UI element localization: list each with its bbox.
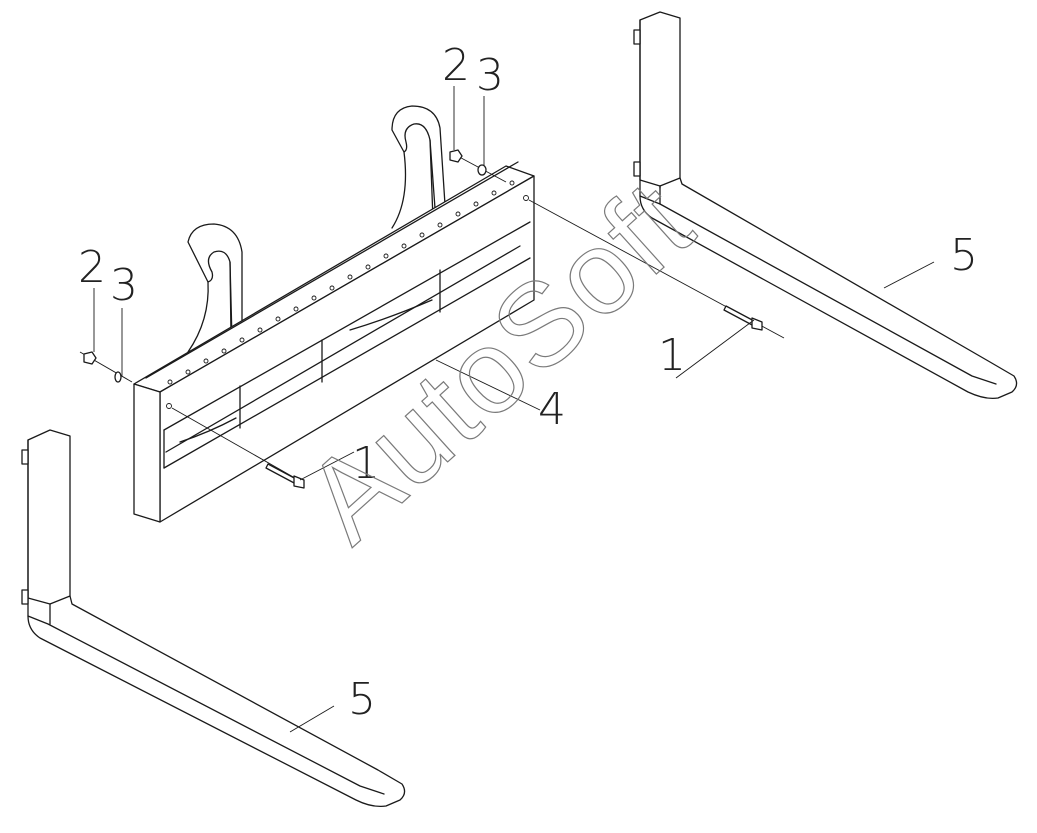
callout-bolt-left: 1	[352, 438, 380, 489]
leader-lines	[93, 86, 935, 733]
callout-fork-left: 5	[348, 674, 376, 725]
callout-bolt-right: 1	[658, 330, 686, 381]
callout-washer-left: 3	[110, 260, 138, 311]
frame-assembly	[133, 105, 535, 523]
bolt-left	[171, 407, 305, 489]
callout-fork-right: 5	[950, 230, 978, 281]
nut-washer-right	[449, 149, 507, 183]
callout-frame: 4	[538, 384, 566, 435]
callout-nut-right: 2	[442, 40, 470, 91]
fork-right	[633, 11, 1018, 400]
bolt-right	[528, 199, 785, 339]
fork-left	[21, 429, 406, 808]
nut-washer-left	[79, 351, 133, 383]
callout-washer-right: 3	[476, 50, 504, 101]
callout-nut-left: 2	[78, 242, 106, 293]
